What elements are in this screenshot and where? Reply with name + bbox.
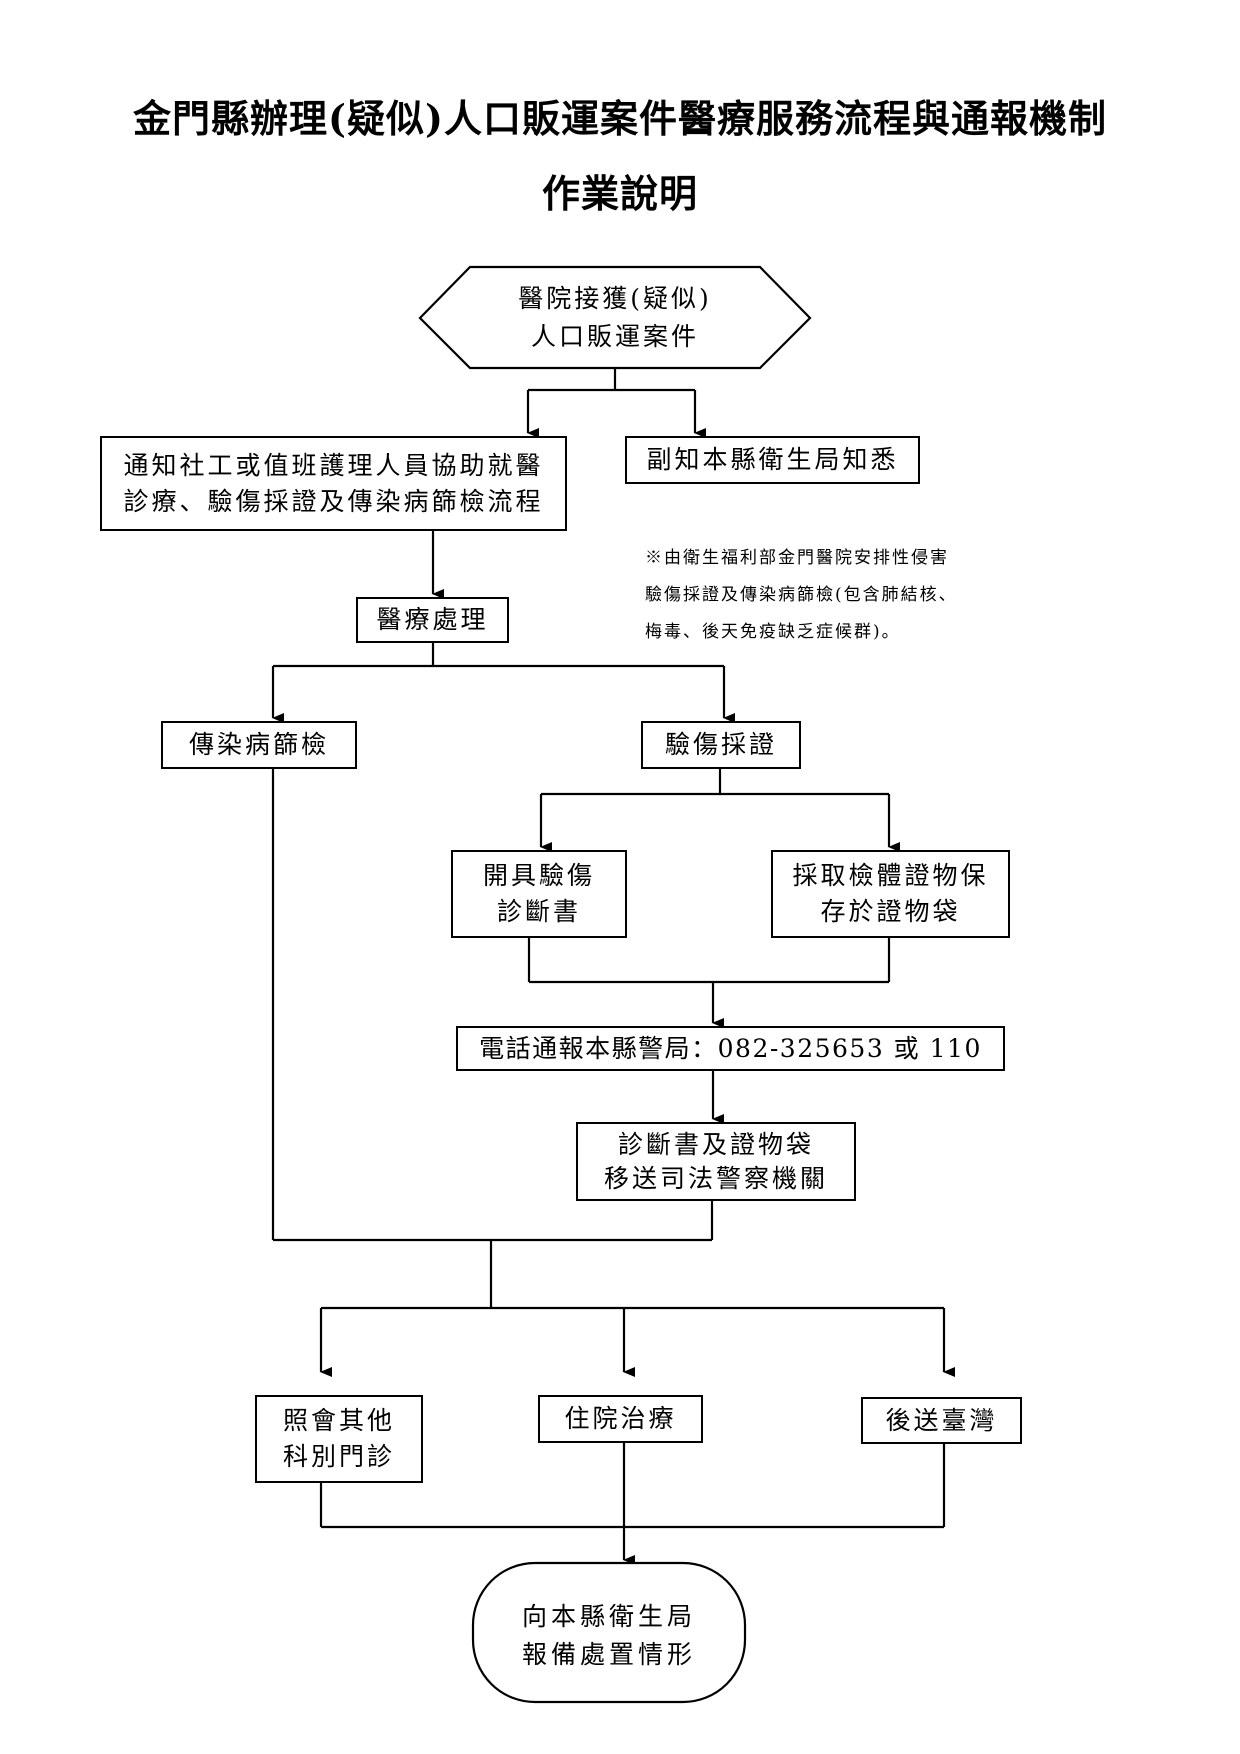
node-text: 診斷書 [496,897,581,926]
node-text: 報備處置情形 [521,1640,696,1669]
document-title: 金門縣辦理(疑似)人口販運案件醫療服務流程與通報機制 [133,96,1107,141]
node-text: 醫療處理 [376,605,489,634]
node-text: 驗傷採證 [664,730,777,759]
node-consult: 照會其他 科別門診 [255,1395,423,1483]
node-notify-social: 通知社工或值班護理人員協助就醫 診療、驗傷採證及傳染病篩檢流程 [100,436,567,531]
node-text: 後送臺灣 [885,1405,998,1435]
node-report: 向本縣衛生局 報備處置情形 [473,1598,745,1674]
document-subtitle: 作業說明 [541,171,698,216]
node-screening: 傳染病篩檢 [161,721,357,769]
node-text: 科別門診 [282,1442,395,1471]
node-phone-report: 電話通報本縣警局：082-325653 或 110 [456,1026,1005,1071]
note-line: 梅毒、後天免疫缺乏症候群)。 [645,622,901,642]
node-evidence: 驗傷採證 [641,721,801,769]
node-cc-health: 副知本縣衛生局知悉 [625,436,920,484]
note: ※由衛生福利部金門醫院安排性侵害 驗傷採證及傳染病篩檢(包含肺結核、 梅毒、後天… [645,540,958,651]
node-send-taiwan: 後送臺灣 [861,1397,1022,1444]
node-text: 診斷書及證物袋 [617,1129,814,1159]
node-text: 照會其他 [282,1406,395,1435]
node-transfer: 診斷書及證物袋 移送司法警察機關 [576,1122,856,1201]
node-hospitalize: 住院治療 [538,1395,703,1443]
node-text: 向本縣衛生局 [521,1602,696,1631]
note-line: ※由衛生福利部金門醫院安排性侵害 [645,548,949,568]
start-hexagon [418,265,812,370]
node-medical: 醫療處理 [356,597,509,643]
node-text: 採取檢體證物保 [792,861,989,890]
node-text: 診療、驗傷採證及傳染病篩檢流程 [123,486,544,516]
node-text: 移送司法警察機關 [603,1163,828,1193]
end-terminal [471,1561,747,1704]
node-text: 傳染病篩檢 [188,730,329,759]
note-line: 驗傷採證及傳染病篩檢(包含肺結核、 [645,585,958,605]
node-certificate: 開具驗傷 診斷書 [451,850,627,938]
node-text: 副知本縣衛生局知悉 [646,445,899,474]
node-text: 存於證物袋 [820,897,961,926]
node-text: 住院治療 [564,1404,677,1433]
node-text: 通知社工或值班護理人員協助就醫 [123,450,544,480]
node-text: 開具驗傷 [482,861,595,890]
node-start: 醫院接獲(疑似) 人口販運案件 [420,280,810,356]
node-text: 電話通報本縣警局：082-325653 或 110 [479,1033,982,1063]
node-collect-evidence: 採取檢體證物保 存於證物袋 [771,850,1010,938]
node-text: 醫院接獲(疑似) [518,284,712,313]
node-text: 人口販運案件 [530,322,699,351]
